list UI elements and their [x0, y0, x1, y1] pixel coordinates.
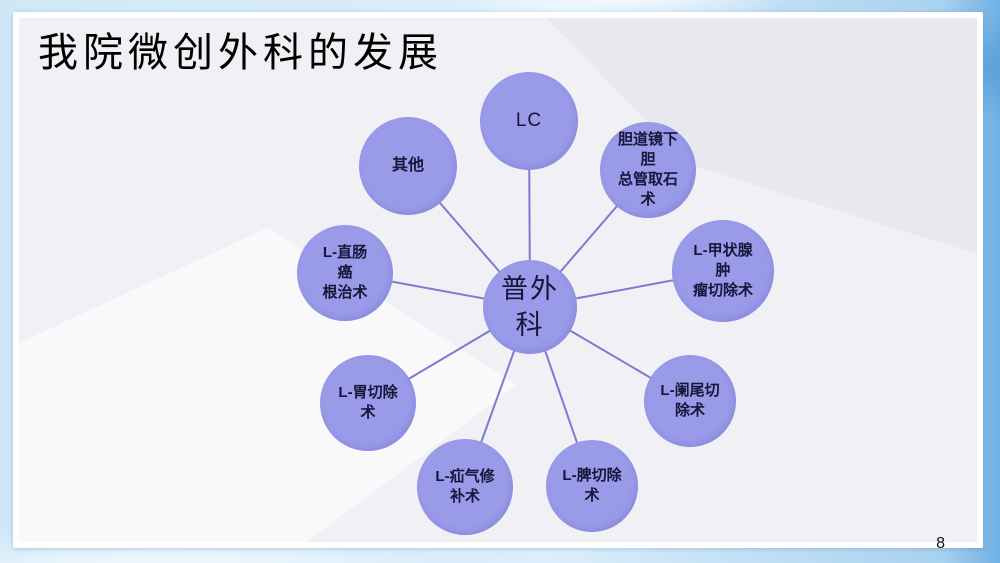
page-title: 我院微创外科的发展 — [38, 30, 443, 75]
diagram-node: L-直肠 癌 根治术 — [297, 225, 393, 321]
diagram-center-node: 普外 科 — [483, 260, 577, 354]
diagram-node: L-疝气修 补术 — [417, 439, 513, 535]
diagram-node: L-甲状腺 肿 瘤切除术 — [672, 220, 774, 322]
diagram-node: LC — [480, 72, 578, 170]
diagram-node: 其他 — [359, 117, 457, 215]
diagram-node: L-胃切除 术 — [320, 355, 416, 451]
diagram-node: L-阑尾切 除术 — [644, 355, 736, 447]
diagram-node: L-脾切除 术 — [546, 440, 638, 532]
diagram-node: 胆道镜下 胆 总管取石 术 — [600, 122, 696, 218]
page-number: 8 — [936, 535, 945, 552]
